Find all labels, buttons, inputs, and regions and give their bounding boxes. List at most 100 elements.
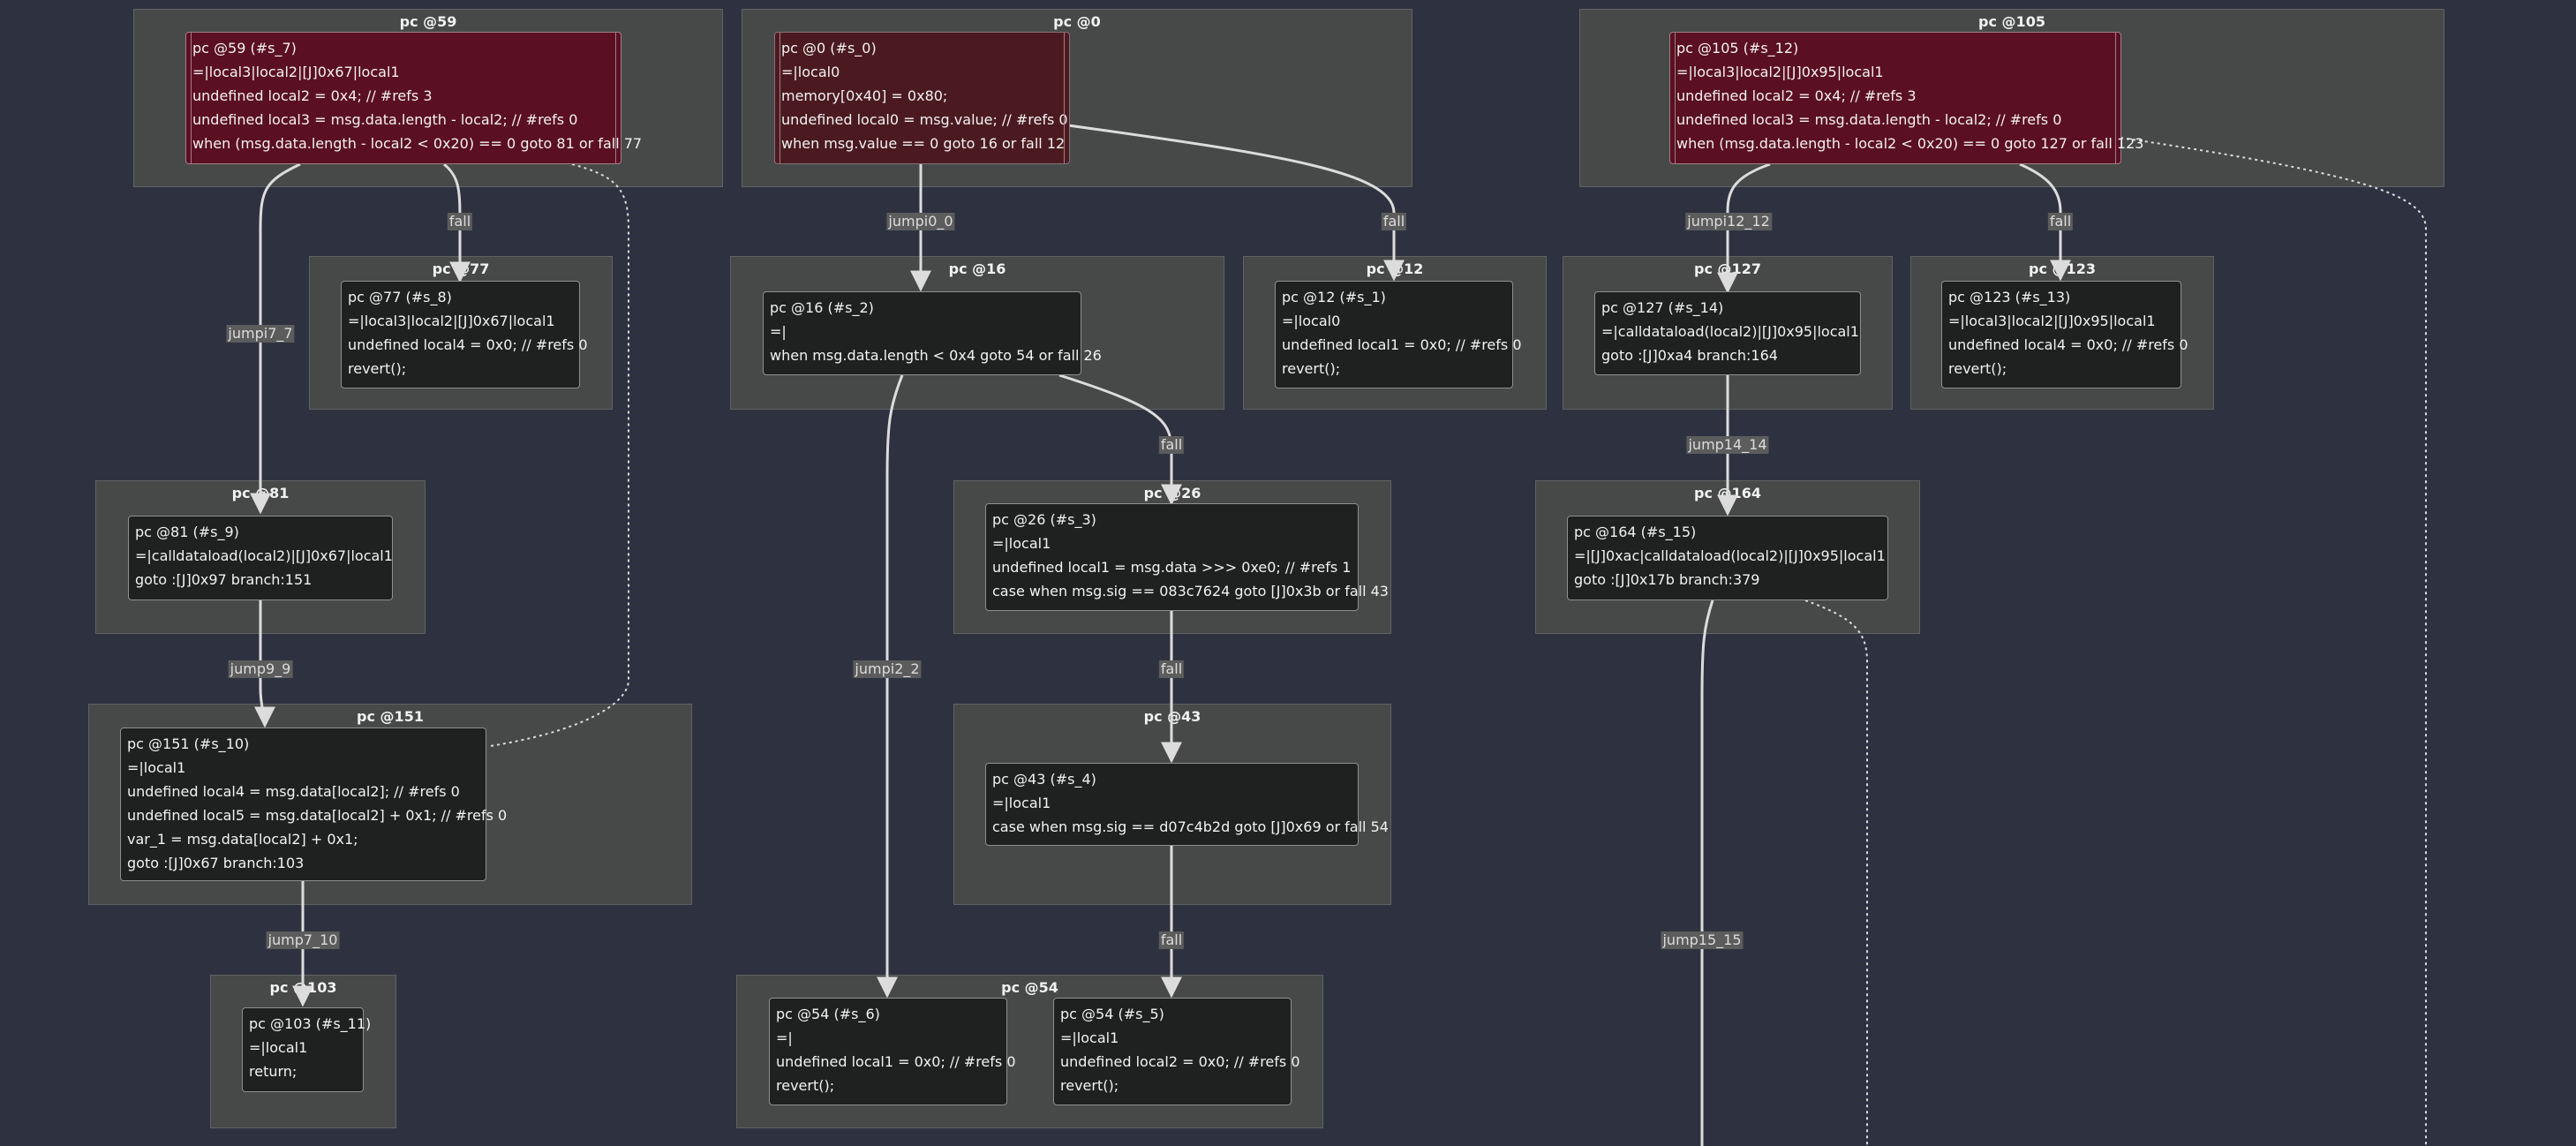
node-line: pc @103 (#s_11) [249,1015,372,1032]
node-pc-77: pc @77 (#s_8) =|local3|local2|[J]0x67|lo… [341,281,588,388]
edge-label-164-out: jump15_15 [1661,931,1744,949]
cluster-title: pc @59 [399,13,457,30]
node-line: undefined local0 = msg.value; // #refs 0 [781,111,1068,128]
node-line: when msg.data.length < 0x4 goto 54 or fa… [770,347,1102,364]
node-line: =| [776,1029,793,1046]
node-pc-0: pc @0 (#s_0) =|local0 memory[0x40] = 0x8… [774,32,1070,164]
node-line: pc @81 (#s_9) [135,524,239,540]
node-line: when (msg.data.length - local2 < 0x20) =… [192,135,643,152]
node-line: var_1 = msg.data[local2] + 0x1; [127,831,358,848]
node-line: pc @0 (#s_0) [781,40,877,57]
node-line: revert(); [1282,360,1341,377]
node-pc-12: pc @12 (#s_1) =|local0 undefined local1 … [1275,281,1522,388]
edge-16-54 [877,374,904,999]
node-line: pc @12 (#s_1) [1282,289,1386,305]
node-line: case when msg.sig == 083c7624 goto [J]0x… [992,583,1389,599]
node-line: =|calldataload(local2)|[J]0x95|local1 [1601,323,1859,340]
node-line: goto :[J]0x67 branch:103 [127,855,305,871]
node-line: undefined local4 = 0x0; // #refs 0 [348,336,588,353]
node-pc-16: pc @16 (#s_2) =| when msg.data.length < … [763,291,1102,375]
node-line: =|local0 [781,64,840,80]
node-line: =|[J]0xac|calldataload(local2)|[J]0x95|l… [1574,547,1886,564]
edge-label-0-16: jumpi0_0 [886,213,955,230]
node-line: undefined local2 = 0x0; // #refs 0 [1060,1053,1300,1070]
node-line: pc @105 (#s_12) [1676,40,1799,57]
node-line: undefined local4 = msg.data[local2]; // … [127,783,460,800]
node-line: case when msg.sig == d07c4b2d goto [J]0x… [992,818,1389,835]
node-line: goto :[J]0x17b branch:379 [1574,571,1760,588]
node-pc-151: pc @151 (#s_10) =|local1 undefined local… [120,728,508,881]
edge-0-12 [1067,124,1405,282]
edge-label-43-54: fall [1158,931,1185,949]
node-line: undefined local1 = 0x0; // #refs 0 [776,1053,1016,1070]
node-line: pc @26 (#s_3) [992,511,1096,528]
node-line: =|local1 [1060,1029,1119,1046]
node-line: =| [770,323,787,340]
node-line: return; [249,1063,298,1080]
edge-164-dotted [1804,599,1868,1146]
node-line: pc @43 (#s_4) [992,771,1096,788]
edge-label-0-12: fall [1381,213,1407,230]
node-line: =|local1 [992,535,1051,552]
node-pc-54-s5: pc @54 (#s_5) =|local1 undefined local2 … [1053,998,1300,1105]
edge-label-105-127: jumpi12_12 [1685,213,1772,230]
node-line: undefined local3 = msg.data.length - loc… [1676,111,2062,128]
node-pc-127: pc @127 (#s_14) =|calldataload(local2)|[… [1594,291,1861,375]
node-line: undefined local2 = 0x4; // #refs 3 [192,87,433,104]
node-line: pc @59 (#s_7) [192,40,297,57]
edge-59-81 [250,162,301,515]
node-pc-59: pc @59 (#s_7) =|local3|local2|[J]0x67|lo… [185,32,643,164]
edge-105-127 [1717,162,1771,294]
node-line: when (msg.data.length - local2 < 0x20) =… [1676,135,2144,152]
node-line: =|local1 [127,759,186,776]
node-pc-54-s6: pc @54 (#s_6) =| undefined local1 = 0x0;… [769,998,1016,1105]
edge-label-26-43: fall [1158,660,1185,678]
node-line: revert(); [776,1077,835,1094]
node-line: =|local3|local2|[J]0x67|local1 [192,64,400,80]
node-line: pc @164 (#s_15) [1574,524,1697,540]
node-pc-164: pc @164 (#s_15) =|[J]0xac|calldataload(l… [1567,516,1888,600]
node-pc-26: pc @26 (#s_3) =|local1 undefined local1 … [985,503,1389,611]
node-line: pc @54 (#s_6) [776,1006,880,1022]
edge-105-123 [2019,162,2071,282]
node-line: =|local3|local2|[J]0x95|local1 [1948,313,2156,329]
node-line: memory[0x40] = 0x80; [781,87,948,104]
node-line: pc @54 (#s_5) [1060,1006,1164,1022]
cluster-title: pc @16 [948,260,1006,277]
cluster-title: pc @105 [1978,13,2045,30]
edge-label-59-81: jumpi7_7 [226,325,295,343]
node-line: undefined local3 = msg.data.length - loc… [192,111,578,128]
node-pc-43: pc @43 (#s_4) =|local1 case when msg.sig… [985,763,1389,846]
node-line: undefined local5 = msg.data[local2] + 0x… [127,807,508,824]
node-line: pc @77 (#s_8) [348,289,452,305]
edge-label-151-103: jump7_10 [266,931,340,949]
node-line: when msg.value == 0 goto 16 or fall 12 [781,135,1066,152]
node-pc-103: pc @103 (#s_11) =|local1 return; [242,1007,372,1092]
edge-label-81-151: jump9_9 [228,660,293,678]
edge-label-127-164: jump14_14 [1686,436,1769,454]
node-pc-123: pc @123 (#s_13) =|local3|local2|[J]0x95|… [1941,281,2188,388]
node-line: =|local3|local2|[J]0x95|local1 [1676,64,1884,80]
edge-59-151-dotted [489,163,629,747]
node-line: revert(); [348,360,407,377]
node-line: goto :[J]0xa4 branch:164 [1601,347,1778,364]
node-line: revert(); [1060,1077,1119,1094]
node-line: pc @123 (#s_13) [1948,289,2071,305]
edge-105-dotted [2120,137,2427,1146]
node-line: =|local0 [1282,313,1341,329]
node-line: undefined local1 = 0x0; // #refs 0 [1282,336,1522,353]
node-line: =|local1 [249,1039,308,1056]
node-line: pc @16 (#s_2) [770,299,874,316]
node-line: undefined local1 = msg.data >>> 0xe0; //… [992,559,1352,576]
node-pc-105: pc @105 (#s_12) =|local3|local2|[J]0x95|… [1669,32,2144,164]
cluster-title: pc @0 [1053,13,1101,30]
edge-label-16-54: jumpi2_2 [853,660,922,678]
edge-label-16-26: fall [1158,436,1185,454]
cluster-title: pc @54 [1001,979,1058,996]
edge-16-26 [1058,373,1182,506]
edge-164-out [1700,599,1714,1146]
node-line: revert(); [1948,360,2007,377]
node-line: pc @127 (#s_14) [1601,299,1724,316]
